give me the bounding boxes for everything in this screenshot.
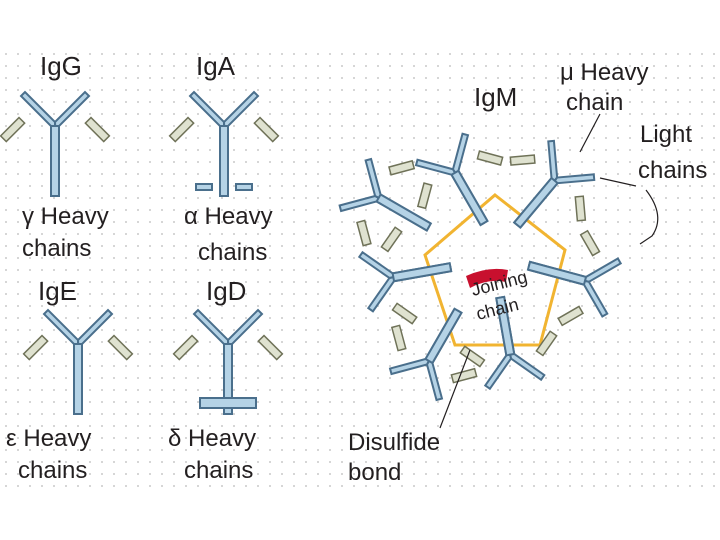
- igd-panel: IgD δ Heavy chains: [168, 276, 284, 484]
- igg-panel: IgG γ Heavy chains: [0, 51, 111, 262]
- disulfide-bond-ring: [423, 193, 567, 347]
- ige-title: IgE: [38, 276, 77, 306]
- igg-chains-label: chains: [22, 235, 91, 262]
- ige-panel: IgE ε Heavy chains: [6, 276, 134, 484]
- igg-heavy-chains-label: γ Heavy: [22, 203, 109, 230]
- igm-title: IgM: [474, 82, 517, 112]
- ige-chains-label: chains: [18, 457, 87, 484]
- igd-title: IgD: [206, 276, 246, 306]
- mu-heavy-chain-label-line2: chain: [566, 89, 623, 116]
- igd-antibody-structure: [172, 309, 284, 415]
- disulfide-bond-label-line2: bond: [348, 459, 401, 486]
- light-chains-label-line2: chains: [638, 157, 707, 184]
- light-chains-leader-upper: [599, 177, 637, 187]
- igd-chains-label: chains: [184, 457, 253, 484]
- igg-title: IgG: [40, 51, 82, 81]
- ige-heavy-chains-label: ε Heavy: [6, 425, 91, 452]
- disulfide-bond-leader: [439, 349, 471, 429]
- light-chains-label-line1: Light: [640, 121, 692, 148]
- iga-heavy-chains-label: α Heavy: [184, 203, 273, 230]
- mu-heavy-chain-label-line1: μ Heavy: [560, 59, 649, 86]
- mu-heavy-chain-leader: [579, 113, 601, 153]
- iga-panel: IgA α Heavy chains: [168, 51, 280, 266]
- iga-antibody-structure: [168, 91, 280, 197]
- iga-chains-label: chains: [198, 239, 267, 266]
- joining-chain-mark: [466, 268, 508, 288]
- iga-title: IgA: [196, 51, 236, 81]
- light-chains-leader-lower: [639, 189, 659, 245]
- igd-heavy-chains-label: δ Heavy: [168, 425, 256, 452]
- disulfide-bond-label-line1: Disulfide: [348, 429, 440, 456]
